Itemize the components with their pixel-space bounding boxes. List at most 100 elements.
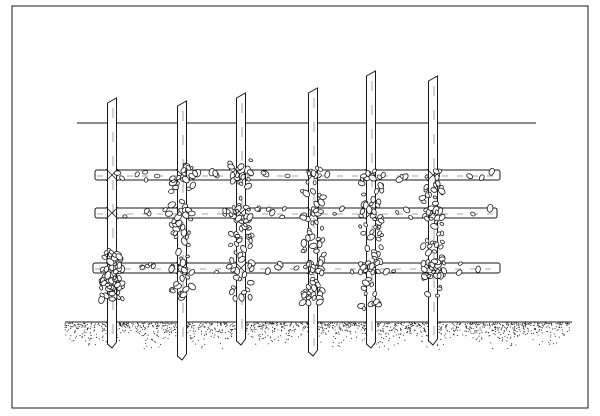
ground-stipple bbox=[503, 329, 505, 332]
ground-stipple bbox=[357, 327, 359, 329]
ground-stipple bbox=[137, 331, 139, 333]
ground-stipple bbox=[327, 324, 329, 326]
ground-stipple bbox=[205, 330, 207, 333]
ground-stipple bbox=[127, 322, 130, 324]
ground-stipple bbox=[467, 330, 469, 333]
ground-stipple bbox=[201, 347, 203, 349]
leaf bbox=[180, 167, 187, 174]
ground-stipple bbox=[475, 322, 478, 324]
leaf bbox=[240, 173, 246, 181]
ground-stipple bbox=[187, 326, 190, 328]
ground-stipple bbox=[484, 325, 486, 327]
leaf bbox=[178, 199, 186, 205]
ground-stipple bbox=[158, 346, 160, 348]
ground-stipple bbox=[77, 327, 79, 329]
ground-stipple bbox=[552, 328, 554, 330]
leaf bbox=[164, 210, 173, 217]
ground-stipple bbox=[532, 324, 534, 327]
leaf bbox=[439, 221, 445, 226]
ground-stipple bbox=[530, 330, 532, 332]
ground-stipple bbox=[157, 323, 159, 325]
ground-stipple bbox=[306, 324, 308, 326]
ground-stipple bbox=[75, 335, 77, 337]
ground-stipple bbox=[358, 325, 361, 327]
ground-stipple bbox=[481, 337, 483, 339]
ground-stipple bbox=[390, 329, 392, 331]
leaf bbox=[172, 230, 178, 237]
ground-stipple bbox=[532, 338, 534, 341]
ground-stipple bbox=[101, 323, 104, 325]
ground-stipple bbox=[534, 322, 536, 324]
ground-stipple bbox=[541, 327, 544, 329]
leaf bbox=[371, 208, 377, 216]
leaf bbox=[185, 274, 190, 280]
ground-stipple bbox=[84, 322, 86, 324]
ground-stipple bbox=[332, 341, 334, 343]
ground-stipple bbox=[153, 333, 156, 335]
ground-stipple bbox=[521, 324, 523, 326]
ground-stipple bbox=[440, 329, 442, 331]
ground-stipple bbox=[363, 323, 365, 325]
leaf bbox=[246, 207, 251, 212]
ground-stipple bbox=[134, 326, 136, 328]
ground-stipple bbox=[162, 337, 164, 339]
ground-stipple bbox=[482, 322, 484, 324]
ground-stipple bbox=[465, 335, 467, 337]
ground-stipple bbox=[144, 322, 146, 324]
leaf bbox=[188, 210, 196, 217]
leaf bbox=[175, 247, 182, 257]
ground-stipple bbox=[351, 324, 353, 326]
ground-stipple bbox=[388, 333, 390, 335]
ground-stipple bbox=[325, 332, 327, 334]
ground-stipple bbox=[323, 323, 325, 325]
ground-stipple bbox=[421, 322, 424, 324]
ground-stipple bbox=[234, 327, 236, 329]
ground-stipple bbox=[363, 325, 365, 327]
leaf bbox=[237, 163, 245, 170]
ground-stipple bbox=[539, 322, 541, 324]
ground-stipple bbox=[229, 331, 231, 333]
ground-stipple bbox=[511, 344, 513, 346]
ground-stipple bbox=[281, 323, 283, 326]
leaf bbox=[310, 169, 317, 177]
ground-stipple bbox=[152, 325, 154, 327]
ground-stipple bbox=[438, 322, 440, 324]
ground-stipple bbox=[502, 324, 505, 326]
ground-stipple bbox=[445, 325, 448, 327]
ground-stipple bbox=[471, 322, 473, 324]
ground-stipple bbox=[523, 325, 525, 327]
ground-stipple bbox=[160, 344, 162, 346]
leaf bbox=[281, 206, 287, 212]
ground-stipple bbox=[211, 329, 214, 331]
leaf bbox=[370, 195, 376, 204]
ground-stipple bbox=[298, 325, 300, 328]
ground-stipple bbox=[254, 328, 256, 330]
ground-stipple bbox=[476, 331, 478, 333]
ground-stipple bbox=[344, 329, 346, 331]
ground-stipple bbox=[516, 324, 518, 326]
ground-stipple bbox=[170, 331, 172, 333]
ground-stipple bbox=[305, 325, 307, 327]
ground-stipple bbox=[492, 329, 494, 332]
ground-stipple bbox=[506, 340, 508, 342]
ground-stipple bbox=[459, 329, 461, 331]
ground-stipple bbox=[105, 322, 107, 324]
leaf bbox=[214, 269, 220, 274]
leaf bbox=[179, 291, 188, 299]
ground-stipple bbox=[427, 335, 429, 337]
ground-stipple bbox=[318, 329, 321, 331]
leaf bbox=[143, 177, 149, 183]
ground-stipple bbox=[205, 322, 207, 324]
ground-stipple bbox=[516, 322, 518, 324]
ground-stipple bbox=[494, 326, 496, 328]
ground-stipple bbox=[385, 333, 387, 335]
ground-stipple bbox=[174, 329, 176, 331]
ground-stipple bbox=[516, 331, 518, 333]
ground-stipple bbox=[105, 341, 107, 343]
ground-stipple bbox=[423, 324, 425, 326]
ground-stipple bbox=[269, 337, 271, 339]
ground-stipple bbox=[187, 322, 189, 324]
ground-stipple bbox=[194, 343, 197, 345]
ground-stipple bbox=[187, 327, 189, 329]
ground-stipple bbox=[417, 323, 419, 325]
